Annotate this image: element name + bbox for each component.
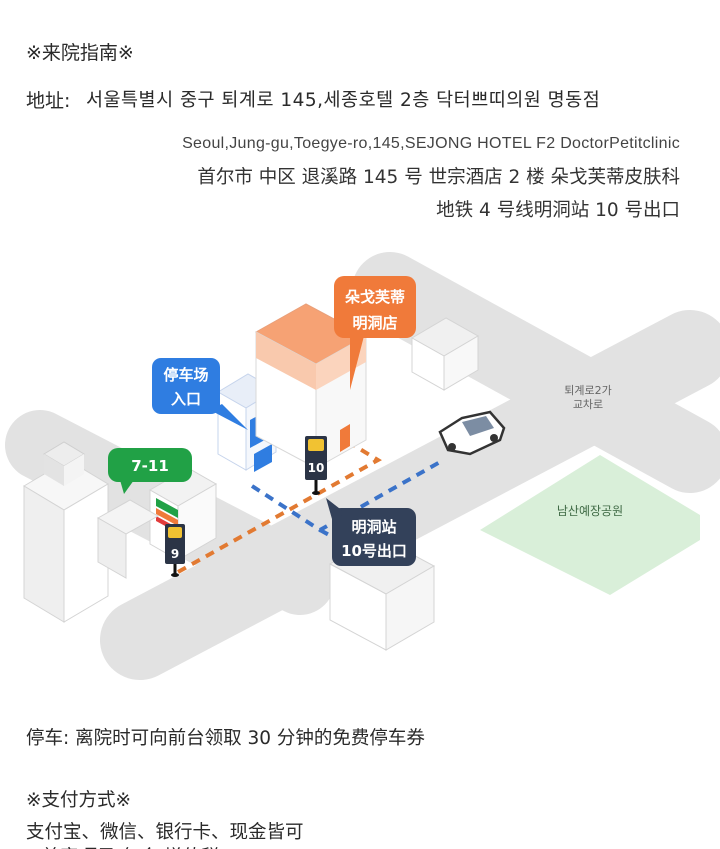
bus-stop-9: 9	[165, 524, 185, 577]
address-korean: 서울특별시 중구 퇴계로 145,세종호텔 2층 닥터쁘띠의원 명동점	[86, 90, 601, 111]
station-exit-callout[interactable]: 明洞站 10号出口	[326, 498, 416, 566]
subway-directions: 地铁 4 号线明洞站 10 号出口	[436, 200, 680, 221]
seven-eleven-callout[interactable]: 7-11	[108, 448, 192, 494]
seven-eleven-label: 7-11	[131, 457, 169, 475]
address-english: Seoul,Jung-gu,Toegye-ro,145,SEJONG HOTEL…	[182, 135, 680, 152]
parking-entry-line1: 停车场	[163, 366, 208, 384]
bus-stop-10: 10	[305, 436, 327, 495]
clinic-callout[interactable]: 朵戈芙蒂 明洞店	[334, 276, 416, 390]
parking-entry-callout[interactable]: 停车场 入口	[152, 358, 248, 430]
intersection-label-1: 퇴계로2가	[564, 384, 611, 397]
building-right-top	[410, 317, 480, 391]
clinic-callout-line2: 明洞店	[352, 314, 397, 332]
building-left	[23, 441, 109, 623]
building-left-2	[96, 499, 160, 579]
clinic-callout-line1: 朵戈芙蒂	[345, 288, 405, 306]
parking-note: 停车: 离院时可向前台领取 30 分钟的免费停车券	[26, 728, 425, 749]
page-title: ※来院指南※	[26, 42, 134, 64]
bus-stop-9-number: 9	[171, 547, 179, 561]
station-exit-line2: 10号出口	[341, 542, 407, 560]
road-upper	[352, 252, 720, 493]
station-exit-line1: 明洞站	[351, 518, 396, 536]
intersection-label-2: 교차로	[573, 398, 603, 411]
orange-route	[177, 438, 382, 574]
park-label: 남산예장공원	[557, 504, 623, 518]
address-label: 地址:	[26, 90, 71, 112]
park-area	[480, 455, 700, 595]
car-icon	[438, 410, 506, 456]
payment-note-partial: ※美容项目 包含 增值税 10%	[26, 843, 267, 849]
payment-methods: 支付宝、微信、银行卡、现金皆可	[26, 822, 304, 843]
location-map[interactable]: 남산예장공원 퇴계로2가 교차로 P	[0, 240, 720, 700]
address-chinese: 首尔市 中区 退溪路 145 号 世宗酒店 2 楼 朵戈芙蒂皮肤科	[197, 167, 680, 188]
bus-stop-10-number: 10	[308, 461, 325, 475]
parking-entry-line2: 入口	[171, 390, 201, 408]
payment-title: ※支付方式※	[26, 790, 132, 811]
